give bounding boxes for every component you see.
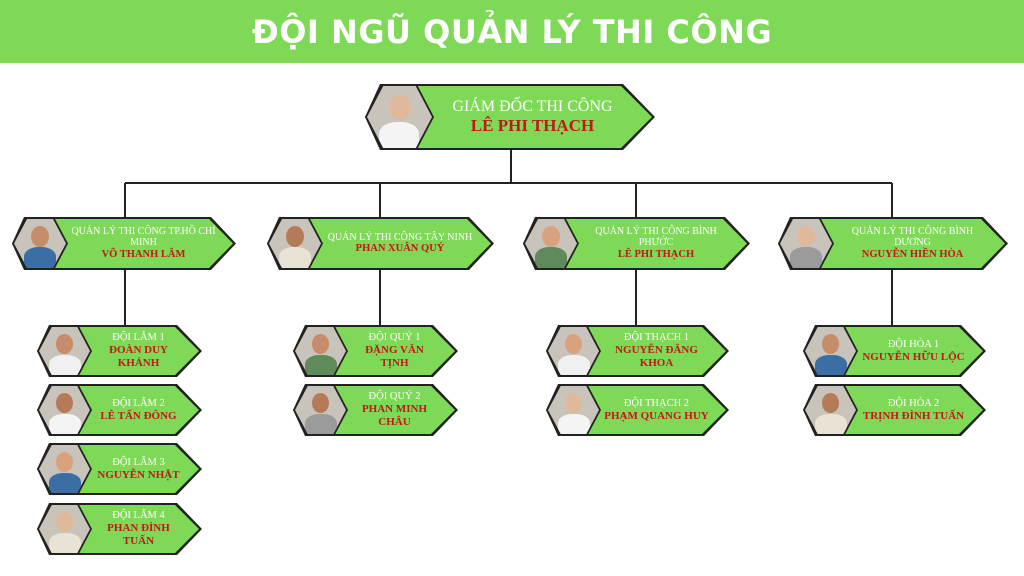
director-node: GIÁM ĐỐC THI CÔNG LÊ PHI THẠCH [365,84,655,150]
team-node: ĐỘI LÂM 2 LÊ TẤN ĐÔNG [37,384,202,436]
avatar [546,325,601,377]
team-text: ĐỘI THẠCH 2 PHẠM QUANG HUY [603,384,710,436]
manager-node-hcm: QUẢN LÝ THI CÔNG TP.HỒ CHÍ MINH VÕ THANH… [12,217,236,270]
team-role: ĐỘI LÂM 2 [112,397,165,409]
team-name: PHẠM QUANG HUY [604,409,709,422]
team-node: ĐỘI QUÝ 2 PHAN MINH CHÂU [293,384,458,436]
team-text: ĐỘI LÂM 3 NGUYỄN NHẬT [94,443,183,495]
team-text: ĐỘI LÂM 4 PHAN ĐÌNH TUẤN [94,503,183,555]
manager-role: QUẢN LÝ THI CÔNG BÌNH DƯƠNG [851,225,974,249]
team-name: PHAN MINH CHÂU [361,403,428,429]
team-name: ĐOÀN DUY KHÁNH [109,344,168,370]
title-banner: ĐỘI NGŨ QUẢN LÝ THI CÔNG [0,0,1024,63]
team-name: LÊ TẤN ĐÔNG [100,409,177,422]
manager-text: QUẢN LÝ THI CÔNG TÂY NINH PHAN XUÂN QUÝ [325,217,475,270]
team-node: ĐỘI HÒA 1 NGUYỄN HỮU LỘC [803,325,986,377]
team-node: ĐỘI LÂM 4 PHAN ĐÌNH TUẤN [37,503,202,555]
team-node: ĐỘI THẠCH 2 PHẠM QUANG HUY [546,384,729,436]
team-role: ĐỘI THẠCH 1 [623,332,690,344]
manager-text: QUẢN LÝ THI CÔNG BÌNH PHƯỚC LÊ PHI THẠCH [581,217,731,270]
director-name: LÊ PHI THẠCH [470,116,595,136]
avatar [803,325,858,377]
team-text: ĐỘI LÂM 2 LÊ TẤN ĐÔNG [94,384,183,436]
director-text: GIÁM ĐỐC THI CÔNG LÊ PHI THẠCH [436,84,629,150]
team-text: ĐỘI LÂM 1 ĐOÀN DUY KHÁNH [94,325,183,377]
manager-role: QUẢN LÝ THI CÔNG TP.HỒ CHÍ MINH [71,225,216,249]
manager-text: QUẢN LÝ THI CÔNG TP.HỒ CHÍ MINH VÕ THANH… [70,217,217,270]
team-role: ĐỘI LÂM 4 [112,510,165,522]
manager-text: QUẢN LÝ THI CÔNG BÌNH DƯƠNG NGUYỄN HIỀN … [836,217,989,270]
team-node: ĐỘI THẠCH 1 NGUYỄN ĐĂNG KHOA [546,325,729,377]
team-name: TRỊNH ĐÌNH TUẤN [862,409,965,422]
team-node: ĐỘI HÒA 2 TRỊNH ĐÌNH TUẤN [803,384,986,436]
team-text: ĐỘI QUÝ 2 PHAN MINH CHÂU [350,384,439,436]
manager-name: PHAN XUÂN QUÝ [355,243,445,255]
avatar [803,384,858,436]
team-name: ĐẶNG VĂN TỊNH [365,344,424,370]
team-role: ĐỘI QUÝ 1 [368,332,421,344]
team-name: NGUYỄN NHẬT [97,468,180,481]
team-node: ĐỘI LÂM 3 NGUYỄN NHẬT [37,443,202,495]
avatar [267,217,323,270]
team-text: ĐỘI HÒA 1 NGUYỄN HỮU LỘC [860,325,967,377]
manager-node-binh-phuoc: QUẢN LÝ THI CÔNG BÌNH PHƯỚC LÊ PHI THẠCH [523,217,750,270]
avatar [546,384,601,436]
team-text: ĐỘI QUÝ 1 ĐẶNG VĂN TỊNH [350,325,439,377]
manager-name: LÊ PHI THẠCH [617,248,695,260]
team-role: ĐỘI THẠCH 2 [623,397,690,409]
team-role: ĐỘI QUÝ 2 [368,391,421,403]
manager-role: QUẢN LÝ THI CÔNG BÌNH PHƯỚC [595,225,717,249]
team-role: ĐỘI LÂM 3 [112,456,165,468]
team-role: ĐỘI LÂM 1 [112,332,165,344]
manager-role: QUẢN LÝ THI CÔNG TÂY NINH [327,231,473,243]
team-name: NGUYỄN ĐĂNG KHOA [615,344,698,370]
director-role: GIÁM ĐỐC THI CÔNG [452,98,613,116]
manager-node-binh-duong: QUẢN LÝ THI CÔNG BÌNH DƯƠNG NGUYỄN HIỀN … [778,217,1008,270]
avatar [365,84,434,150]
page-title: ĐỘI NGŨ QUẢN LÝ THI CÔNG [251,12,773,51]
team-role: ĐỘI HÒA 1 [887,338,940,350]
team-name: PHAN ĐÌNH TUẤN [107,522,170,548]
team-name: NGUYỄN HỮU LỘC [862,350,965,363]
manager-name: VÕ THANH LÂM [101,248,186,260]
team-node: ĐỘI LÂM 1 ĐOÀN DUY KHÁNH [37,325,202,377]
team-text: ĐỘI THẠCH 1 NGUYỄN ĐĂNG KHOA [603,325,710,377]
avatar [778,217,834,270]
manager-name: NGUYỄN HIỀN HÒA [861,248,964,260]
manager-node-tay-ninh: QUẢN LÝ THI CÔNG TÂY NINH PHAN XUÂN QUÝ [267,217,494,270]
team-node: ĐỘI QUÝ 1 ĐẶNG VĂN TỊNH [293,325,458,377]
team-role: ĐỘI HÒA 2 [887,397,940,409]
team-text: ĐỘI HÒA 2 TRỊNH ĐÌNH TUẤN [860,384,967,436]
